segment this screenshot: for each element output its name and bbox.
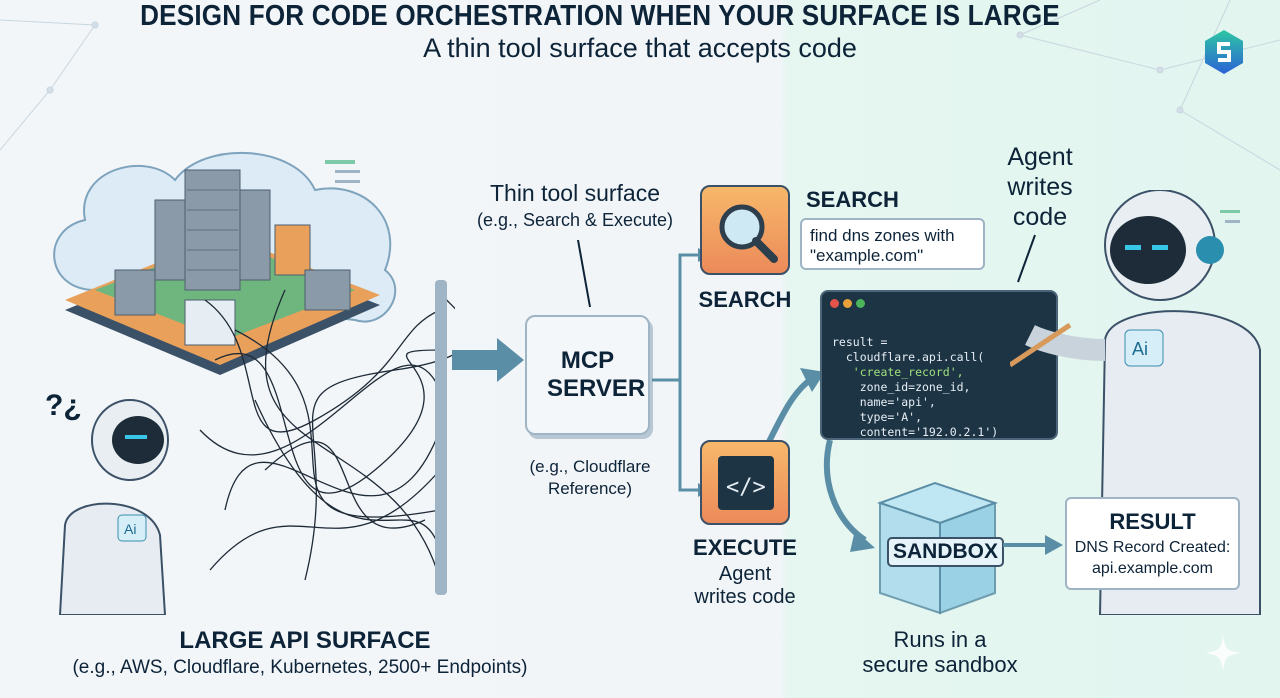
- code-line: 'create_record',: [832, 365, 964, 379]
- result-line1: DNS Record Created:: [1074, 539, 1231, 556]
- mcp-server-box[interactable]: MCP SERVER: [525, 315, 650, 435]
- svg-text:</>: </>: [726, 475, 766, 500]
- code-line: result =: [832, 335, 888, 349]
- sandbox-caption-line2: secure sandbox: [862, 652, 1018, 677]
- thin-surface-title: Thin tool surface: [489, 180, 661, 206]
- search-heading: SEARCH: [806, 187, 899, 212]
- search-icon-label: SEARCH: [698, 287, 792, 312]
- arrow-to-result: [1003, 535, 1063, 555]
- agent-caption-line3: code: [1012, 203, 1068, 231]
- tangled-api-wires: [199, 280, 455, 595]
- mcp-reference-line1: (e.g., Cloudflare: [529, 457, 651, 476]
- mcp-server-label: MCP SERVER: [547, 347, 646, 402]
- mcp-reference-line2: Reference): [547, 479, 633, 498]
- pointer-line: [1017, 234, 1036, 283]
- large-api-caption: (e.g., AWS, Cloudflare, Kubernetes, 2500…: [72, 657, 528, 678]
- thinking-robot-illustration: ?¿ Ai: [45, 389, 169, 615]
- robot-ai-badge: Ai: [1132, 339, 1148, 359]
- code-window-icon: </>: [718, 456, 774, 510]
- code-line: zone_id=zone_id,: [832, 380, 971, 394]
- page-title: DESIGN FOR CODE ORCHESTRATION WHEN YOUR …: [140, 0, 1060, 32]
- execute-icon-tile[interactable]: </>: [700, 440, 790, 525]
- arrow-to-mcp: [452, 338, 524, 382]
- code-line: content='192.0.2.1'): [832, 425, 999, 439]
- result-box: RESULT DNS Record Created: api.example.c…: [1065, 497, 1240, 590]
- sparkle-icon: [1205, 635, 1241, 671]
- question-marks: ?¿: [45, 389, 82, 422]
- search-query-line2: "example.com": [810, 246, 924, 265]
- page-subtitle: A thin tool surface that accepts code: [423, 33, 857, 63]
- cloud-servers-illustration: [53, 151, 397, 375]
- sandbox-label: SANDBOX: [887, 537, 1005, 567]
- code-line: }: [832, 440, 839, 454]
- magnifier-icon: [719, 204, 778, 263]
- search-query-bubble: find dns zones with "example.com": [800, 218, 985, 270]
- sandbox-caption-line1: Runs in a: [893, 627, 987, 652]
- execute-caption-line2: writes code: [694, 586, 796, 608]
- code-line: cloudflare.api.call(: [832, 350, 985, 364]
- agent-caption-line2: writes: [1007, 173, 1073, 201]
- pointer-line: [577, 239, 591, 308]
- result-line2: api.example.com: [1092, 560, 1213, 577]
- brand-logo-icon: [1205, 30, 1243, 74]
- agent-caption-line1: Agent: [1007, 143, 1073, 171]
- execute-caption-line1: Agent: [718, 563, 772, 585]
- large-api-heading: LARGE API SURFACE: [179, 627, 431, 654]
- code-editor: result = cloudflare.api.call( 'create_re…: [820, 290, 1058, 454]
- search-icon-tile[interactable]: [700, 185, 790, 275]
- robot-ai-badge: Ai: [124, 521, 136, 537]
- execute-heading: EXECUTE: [693, 535, 797, 560]
- result-heading: RESULT: [1109, 509, 1196, 534]
- code-line: name='api',: [832, 395, 936, 409]
- thin-surface-example: (e.g., Search & Execute): [476, 210, 674, 230]
- search-query-line1: find dns zones with: [810, 226, 955, 245]
- code-line: type='A',: [832, 410, 923, 424]
